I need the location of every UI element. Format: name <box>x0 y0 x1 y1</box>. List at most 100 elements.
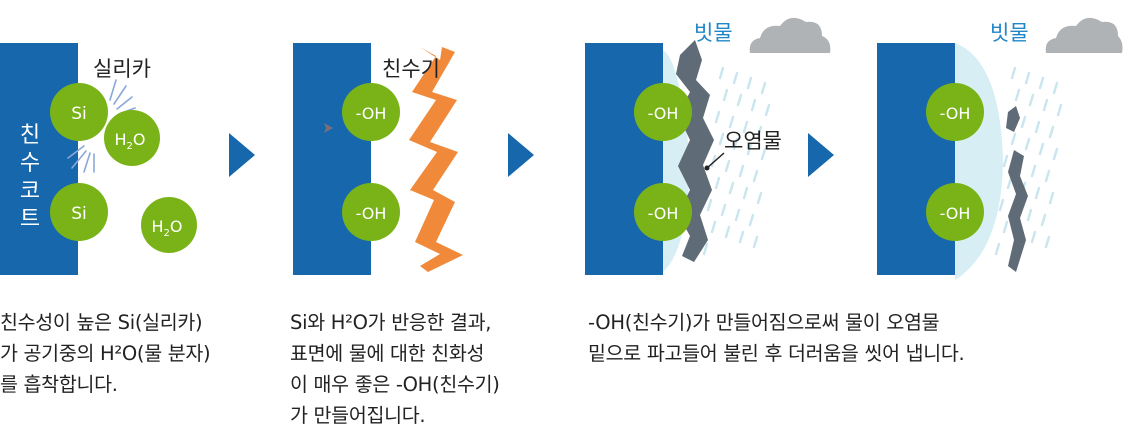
rain-streak <box>1028 93 1035 107</box>
rain-streak <box>724 225 731 239</box>
caption-step3: -OH(친수기)가 만들어짐으로써 물이 오염물 밑으로 파고들어 불린 후 더… <box>588 311 965 365</box>
cloud-icon <box>1045 17 1123 53</box>
rain-label: 빗물 <box>694 21 733 45</box>
rain-streak <box>714 176 721 190</box>
contaminant-leader-dot <box>704 165 710 171</box>
panel-step4: -OH -OH 빗물 <box>877 17 1123 280</box>
rain-streak <box>732 137 739 151</box>
rain-streak <box>722 88 729 102</box>
rain-streak <box>746 142 753 156</box>
rain-streak <box>750 98 757 112</box>
oh-label-bottom: -OH <box>940 204 971 223</box>
rain-streak <box>1006 176 1013 190</box>
rain-streak <box>748 213 755 227</box>
coating-block <box>585 43 663 275</box>
rain-streak <box>736 93 743 107</box>
rain-streak <box>1020 115 1027 129</box>
rain-streak <box>1034 186 1041 200</box>
rain-streak <box>710 220 717 234</box>
h2o-label-attached: H2O <box>115 130 146 152</box>
rain-streak <box>1048 191 1055 205</box>
oh-molecule-top <box>342 83 400 141</box>
rain-streak <box>1044 169 1051 183</box>
rain-streak <box>738 230 745 244</box>
si-label-bottom: Si <box>71 204 87 224</box>
coating-char-2: 수 <box>20 151 40 176</box>
rain-streak <box>1026 208 1033 222</box>
rain-streak <box>1038 76 1045 90</box>
silica-label: 실리카 <box>93 57 151 81</box>
rain-streak <box>1034 120 1041 134</box>
rain-streak <box>1038 142 1045 156</box>
si-molecule-bottom <box>50 183 108 241</box>
contaminant-label: 오염물 <box>724 129 782 153</box>
rain-streak <box>714 110 721 124</box>
oh-label-top: -OH <box>940 104 971 123</box>
rain-streak <box>1052 81 1059 95</box>
rain-streak <box>1010 66 1017 80</box>
rain-streak <box>760 147 767 161</box>
rain-streak <box>1024 137 1031 151</box>
hydrophilic-zigzag <box>409 47 463 272</box>
hydrophilic-group-label: 친수기 <box>382 57 440 81</box>
rain-streak <box>1010 132 1017 146</box>
rain-streak <box>994 242 1001 256</box>
rain-streak <box>734 208 741 222</box>
rain-streak <box>742 120 749 134</box>
caption-step2: Si와 H²O가 반응한 결과, 표면에 물에 대한 친화성 이 매우 좋은 -… <box>290 311 500 427</box>
rain-streak <box>738 164 745 178</box>
oh-label-top: -OH <box>356 104 387 123</box>
step-arrow-3 <box>808 133 834 177</box>
lifted-contaminant-bottom <box>1008 150 1028 272</box>
oh-label-top: -OH <box>648 104 679 123</box>
rain-label: 빗물 <box>990 21 1029 45</box>
rain-streak <box>764 103 771 117</box>
rain-streak <box>1014 88 1021 102</box>
rain-streaks <box>994 66 1063 256</box>
rain-streak <box>1024 71 1031 85</box>
rain-streak <box>718 132 725 146</box>
h2o-label-free: H2O <box>152 217 183 239</box>
oh-molecule-bottom <box>342 183 400 241</box>
coating-label: 친 수 코 트 <box>20 123 40 232</box>
oh-label-bottom: -OH <box>648 204 679 223</box>
rain-streak <box>1002 154 1009 168</box>
step-arrow-2 <box>508 133 534 177</box>
oh-label-bottom: -OH <box>356 204 387 223</box>
coating-block <box>293 43 371 275</box>
coating-block <box>877 43 955 275</box>
h2o-molecule-free <box>141 197 197 253</box>
rain-streak <box>728 181 735 195</box>
rain-streak <box>746 76 753 90</box>
coating-char-1: 친 <box>20 123 40 148</box>
rain-streak <box>732 71 739 85</box>
si-molecule-top <box>50 83 108 141</box>
rain-streak <box>1052 147 1059 161</box>
cloud-icon <box>749 17 831 53</box>
coating-char-3: 코 <box>20 179 40 204</box>
coating-char-4: 트 <box>20 207 40 232</box>
rain-streak <box>760 81 767 95</box>
rain-streak <box>724 159 731 173</box>
oh-molecule-bottom <box>634 183 692 241</box>
rain-streak <box>998 198 1005 212</box>
rain-streak <box>1002 220 1009 234</box>
rain-streak <box>752 235 759 249</box>
rain-streak <box>710 154 717 168</box>
rain-streak <box>1044 235 1051 249</box>
h2o-molecule-attached <box>104 110 160 166</box>
rain-streak <box>756 191 763 205</box>
rain-streak <box>1056 103 1063 117</box>
rain-streak <box>1042 98 1049 112</box>
oh-molecule-top <box>634 83 692 141</box>
rain-streak <box>718 66 725 80</box>
caption-step1: 친수성이 높은 Si(실리카) 가 공기중의 H²O(물 분자) 를 흡착합니다… <box>0 311 211 396</box>
rain-streak <box>1030 164 1037 178</box>
contaminant-leader <box>706 152 725 169</box>
step-arrow-1 <box>229 133 255 177</box>
panel-step2: -OH -OH 친수기 <box>293 43 463 275</box>
oh-molecule-top <box>926 83 984 141</box>
si-label-top: Si <box>71 104 87 124</box>
rain-streak <box>752 169 759 183</box>
rain-streaks <box>702 66 771 256</box>
